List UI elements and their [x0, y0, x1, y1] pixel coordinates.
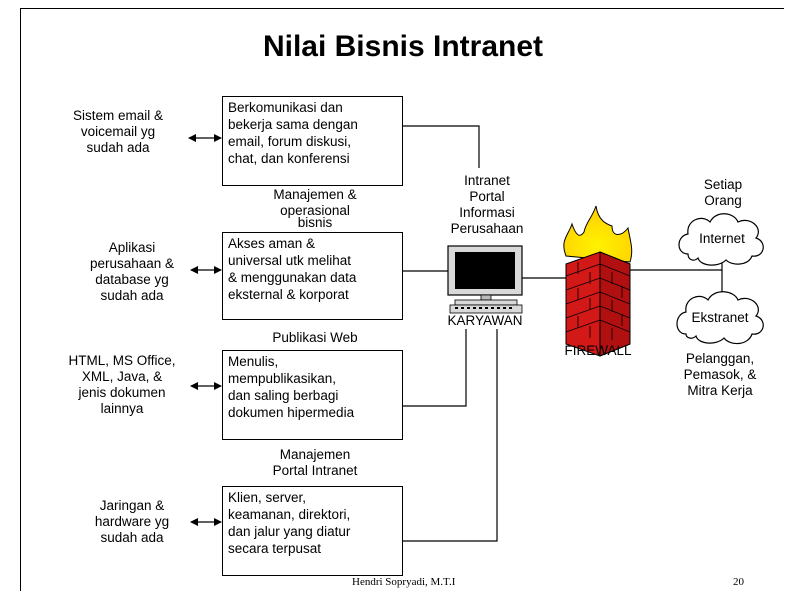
source-documents: HTML, MS Office,XML, Java, &jenis dokume…: [68, 353, 176, 416]
footer-page-number: 20: [733, 576, 744, 588]
box-infrastructure: Klien, server,keamanan, direktori,dan ja…: [222, 486, 403, 576]
firewall-icon: [563, 205, 633, 357]
internet-label: Internet: [699, 231, 745, 246]
link-box1-portal: [403, 125, 480, 168]
slide-frame: [20, 8, 784, 591]
link-box3-computer: [403, 329, 467, 407]
internet-cloud-icon: [678, 213, 764, 266]
computer-icon: [447, 245, 523, 314]
slide-title: Nilai Bisnis Intranet: [262, 30, 544, 63]
computer-label: KARYAWAN: [447, 313, 523, 328]
box-publishing: Menulis,mempublikasikan,dan saling berba…: [222, 350, 403, 440]
heading-web-publishing: Publikasi Web: [272, 330, 358, 345]
extranet-cloud-icon: [676, 291, 764, 345]
box-access: Akses aman &universal utk melihat& mengg…: [222, 232, 403, 320]
footer-author: Hendri Sopryadi, M.T.I: [352, 576, 456, 588]
partners-label: Pelanggan,Pemasok, &Mitra Kerja: [683, 351, 757, 398]
firewall-label: FIREWALL: [564, 343, 632, 358]
link-box4-computer: [403, 329, 498, 542]
extranet-label: Ekstranet: [691, 310, 749, 325]
